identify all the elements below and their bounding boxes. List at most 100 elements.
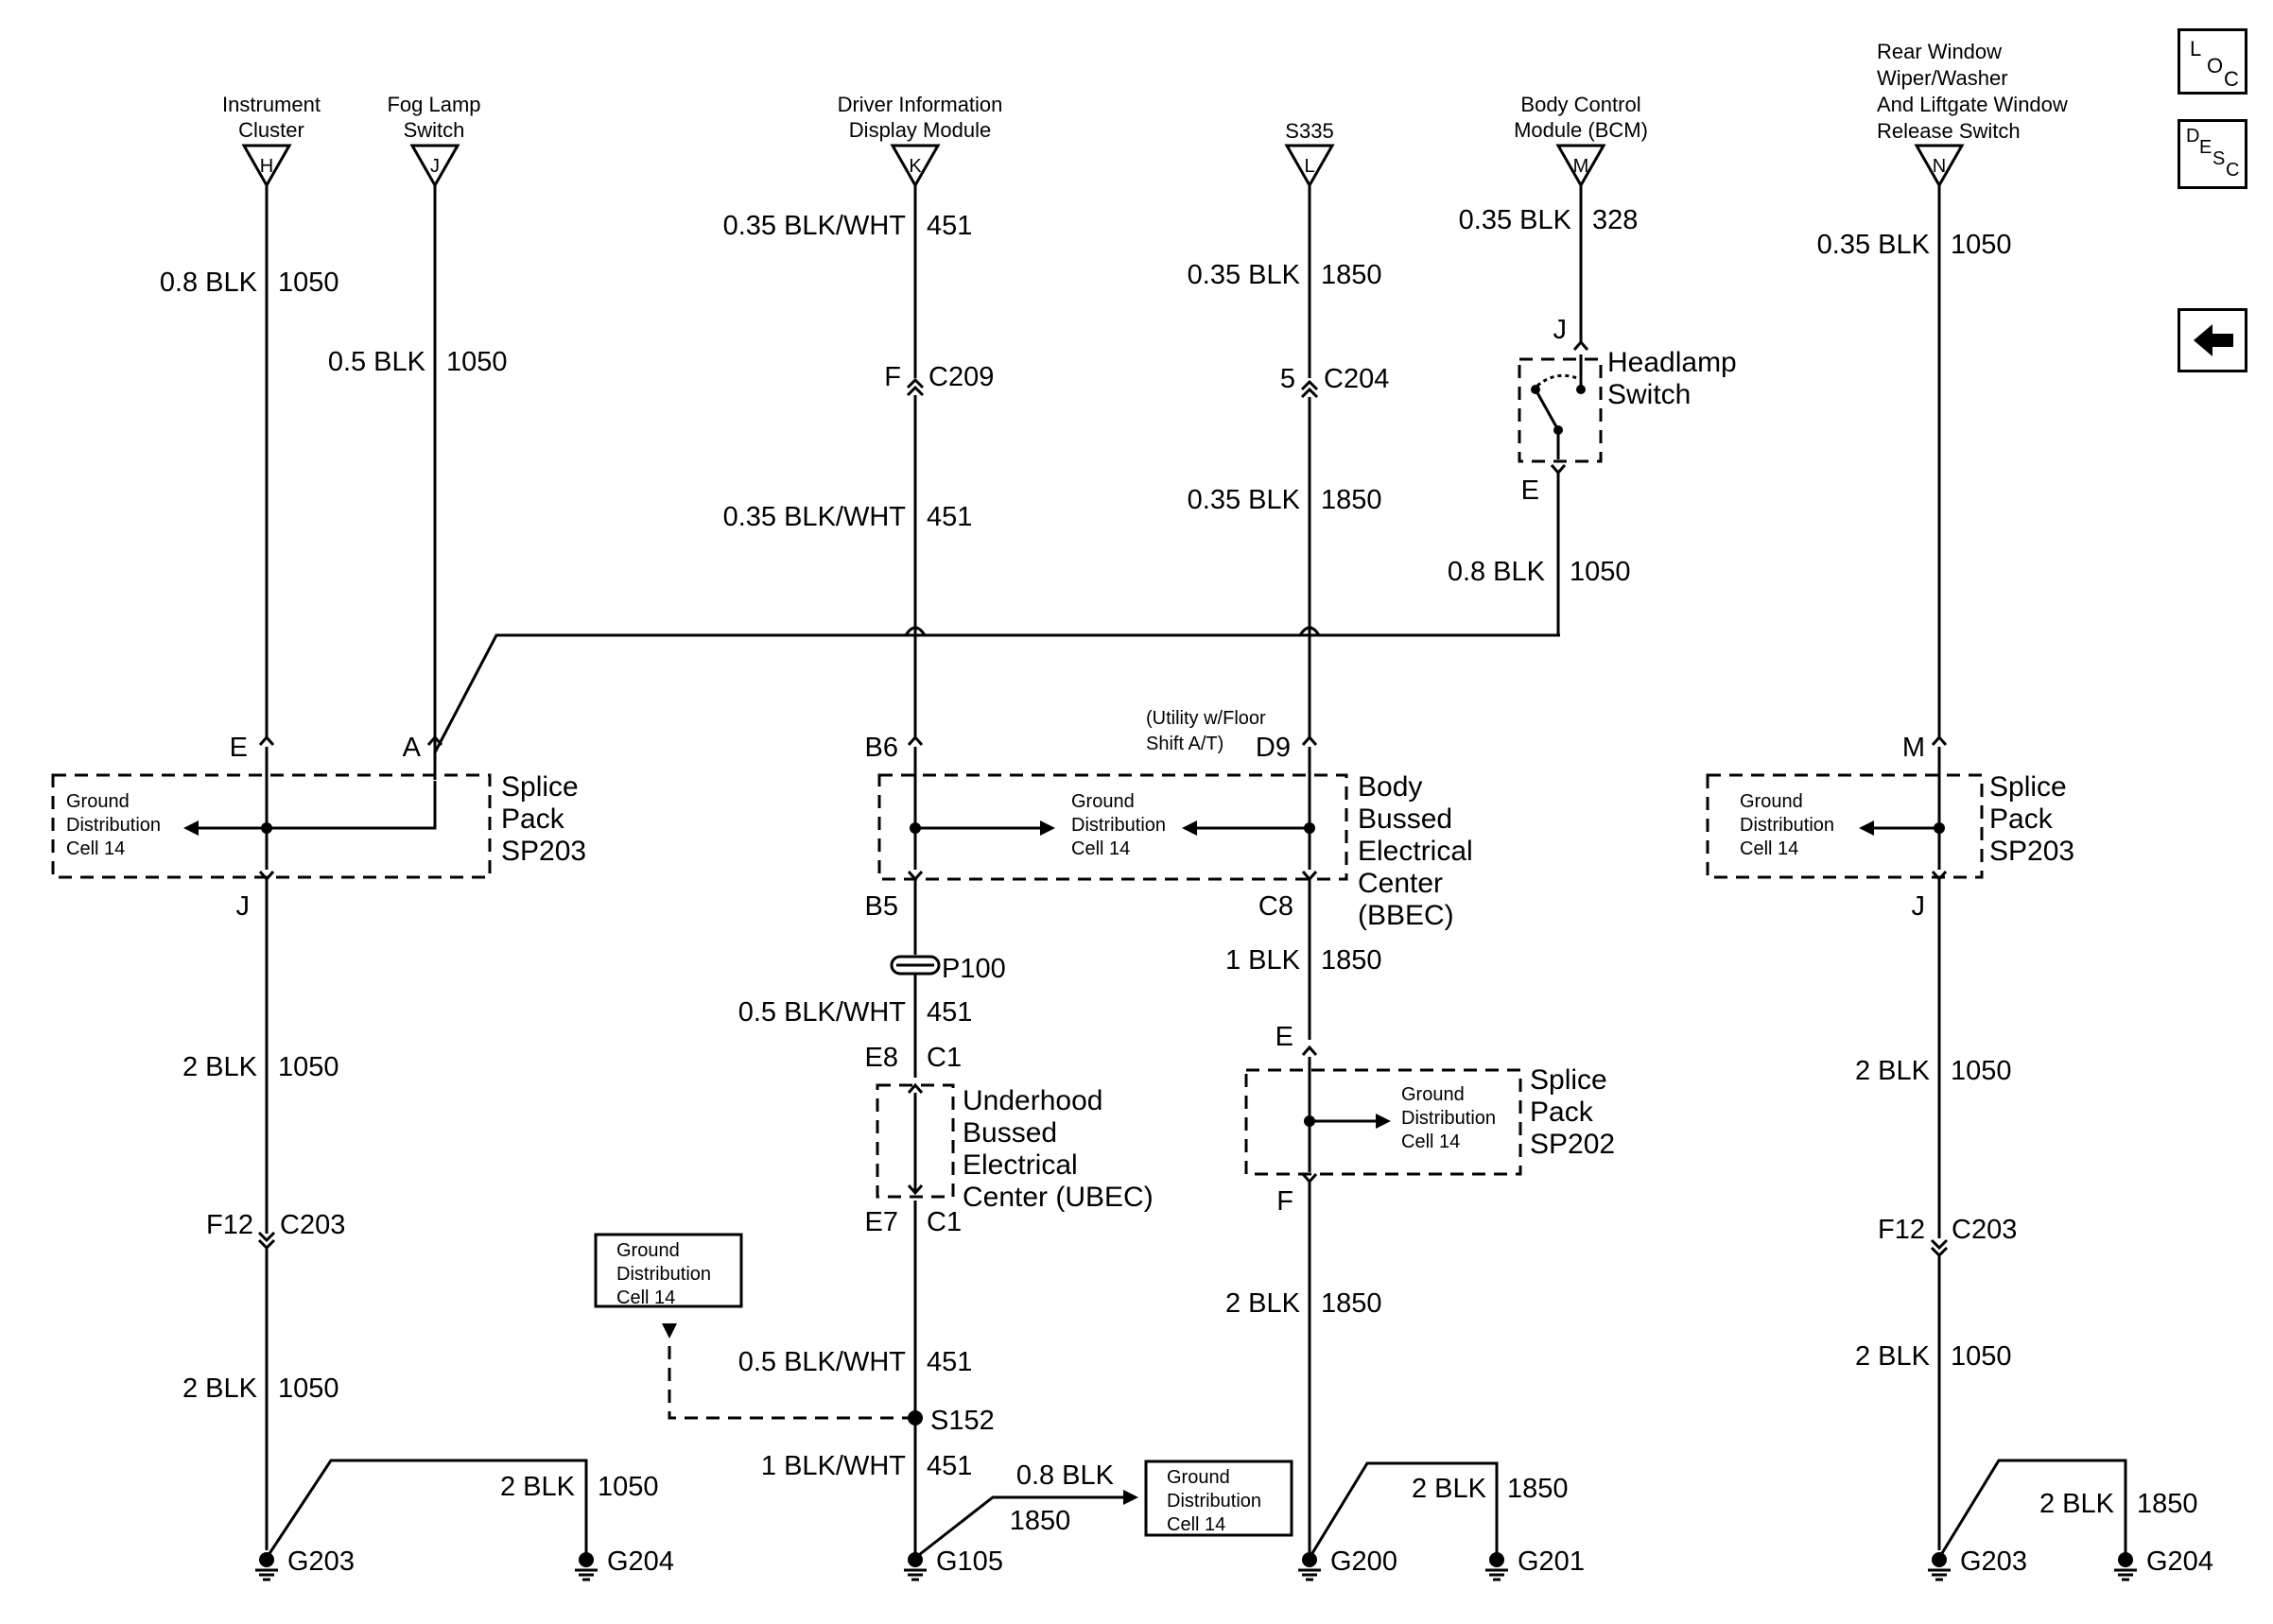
wire-circuit: 1850 [2137, 1489, 2198, 1519]
wire-gauge: 0.8 BLK [160, 268, 258, 298]
inline-connector [1300, 387, 1319, 399]
ground-distribution-ref: Cell 14 [66, 838, 125, 859]
ground-distribution-ref-box [594, 1233, 743, 1308]
desc-button[interactable]: D E S C [2178, 119, 2247, 189]
ground-distribution-ref: Ground [1740, 791, 1803, 812]
back-button[interactable] [2178, 308, 2247, 372]
ground-distribution-ref: Ground [66, 791, 130, 812]
wire-gauge: 2 BLK [1855, 1341, 1931, 1372]
wire-gauge: 2 BLK [1855, 1056, 1931, 1086]
wire-circuit: 1050 [278, 1373, 339, 1404]
connector-name: Rear Window [1877, 40, 2002, 63]
reference-text: Distribution [616, 1264, 711, 1285]
option-note: Shift A/T) [1146, 734, 1223, 754]
wire-gauge: 0.35 BLK/WHT [723, 211, 907, 241]
wire-gauge: 1 BLK [1225, 945, 1301, 976]
wire-gauge: 2 BLK [182, 1052, 258, 1082]
component-name: Pack [1530, 1097, 1594, 1128]
splice-label: S152 [930, 1406, 995, 1436]
splice-pack-sp202 [1244, 1068, 1522, 1176]
pin-terminal [907, 734, 924, 746]
component-name: Electrical [963, 1149, 1078, 1181]
ground-dot [1302, 1552, 1317, 1567]
pin-label: E7 [865, 1207, 898, 1237]
reference-text: Ground [616, 1240, 680, 1261]
ground-label: G203 [1960, 1546, 2027, 1577]
ground-distribution-ref: Distribution [1071, 815, 1166, 836]
ground-dot [579, 1552, 594, 1567]
pin-terminal [1301, 734, 1318, 746]
wire-circuit: 1050 [598, 1472, 659, 1502]
component-name: Switch [1607, 379, 1691, 410]
connector-name: Release Switch [1877, 119, 2021, 143]
wire-g204-left [265, 1459, 588, 1559]
wire-gauge: 0.35 BLK/WHT [723, 502, 907, 532]
wire-circuit: 1850 [1321, 1288, 1382, 1319]
component-name: Pack [501, 803, 565, 835]
wire-gauge: 2 BLK [2039, 1489, 2115, 1519]
inline-connector-label: C1 [927, 1207, 962, 1237]
inline-connector-label: C1 [927, 1043, 962, 1073]
wire-circuit: 1850 [1321, 945, 1382, 976]
component-name: SP203 [1989, 836, 2074, 867]
desc-letter-s: S [2212, 148, 2226, 169]
component-name: Body [1358, 771, 1422, 803]
reference-text: Distribution [1167, 1491, 1261, 1512]
ground-dot [1489, 1552, 1504, 1567]
pin-terminal [426, 734, 443, 746]
arrow-head [183, 821, 199, 836]
component-name: Center (UBEC) [963, 1182, 1154, 1213]
connector-name: Instrument [222, 93, 321, 116]
connector-name: Fog Lamp [387, 93, 480, 116]
pin-label: J [1553, 315, 1568, 345]
arrow-head [1040, 821, 1055, 836]
arrow-head [1123, 1490, 1138, 1505]
connector-letter: L [1304, 156, 1314, 177]
ground-distribution-ref-box [1144, 1460, 1293, 1537]
wire-circuit: 328 [1592, 205, 1638, 235]
wire-gauge: 0.5 BLK/WHT [738, 997, 907, 1028]
ground-distribution-ref: Cell 14 [1071, 838, 1130, 859]
reference-text: Cell 14 [616, 1287, 675, 1308]
wire-gauge: 2 BLK [500, 1472, 576, 1502]
wire-circuit: 1050 [1951, 1056, 2012, 1086]
ground-label: G204 [2146, 1546, 2213, 1577]
desc-letter-c: C [2226, 160, 2240, 181]
wire-circuit: 1850 [1507, 1474, 1569, 1504]
inline-connector [906, 385, 925, 397]
component-name: Splice [1530, 1064, 1607, 1096]
reference-text: Ground [1167, 1467, 1230, 1488]
ubec-box [876, 1083, 955, 1199]
ground-distribution-ref: Ground [1071, 791, 1135, 812]
wire-gauge: 0.35 BLK [1459, 205, 1572, 235]
wire-g201 [1308, 1461, 1499, 1559]
inline-connector [906, 377, 925, 389]
pin-terminal [258, 734, 275, 746]
wire-gauge: 2 BLK [182, 1373, 258, 1404]
ground-distribution-ref: Distribution [1740, 815, 1834, 836]
splice-dot [1576, 385, 1586, 394]
component-name: Underhood [963, 1085, 1102, 1116]
wire-circuit: 451 [927, 997, 972, 1028]
loc-button[interactable]: L O C [2178, 28, 2247, 95]
connector-triangle [1284, 144, 1335, 189]
wire-circuit: 1850 [1321, 260, 1382, 290]
switch-blade [1534, 389, 1560, 431]
component-name: Bussed [1358, 803, 1452, 835]
wire-circuit: 451 [927, 1347, 972, 1377]
component-name: Headlamp [1607, 347, 1737, 378]
component-name: Bussed [963, 1117, 1057, 1149]
wire-gauge: 0.5 BLK [328, 347, 426, 377]
pin-label: E [1275, 1022, 1293, 1052]
connector-triangle [890, 144, 941, 189]
wire-circuit: 451 [927, 502, 972, 532]
arrow-head [1182, 821, 1197, 836]
ground-label: G201 [1518, 1546, 1585, 1577]
inline-connector-label: C203 [1952, 1215, 2017, 1245]
loc-letter-o: O [2207, 54, 2224, 78]
inline-connector-label: C204 [1324, 364, 1389, 394]
ground-label: G204 [607, 1546, 674, 1577]
component-name: SP202 [1530, 1129, 1615, 1160]
wire-gauge: 2 BLK [1412, 1474, 1487, 1504]
